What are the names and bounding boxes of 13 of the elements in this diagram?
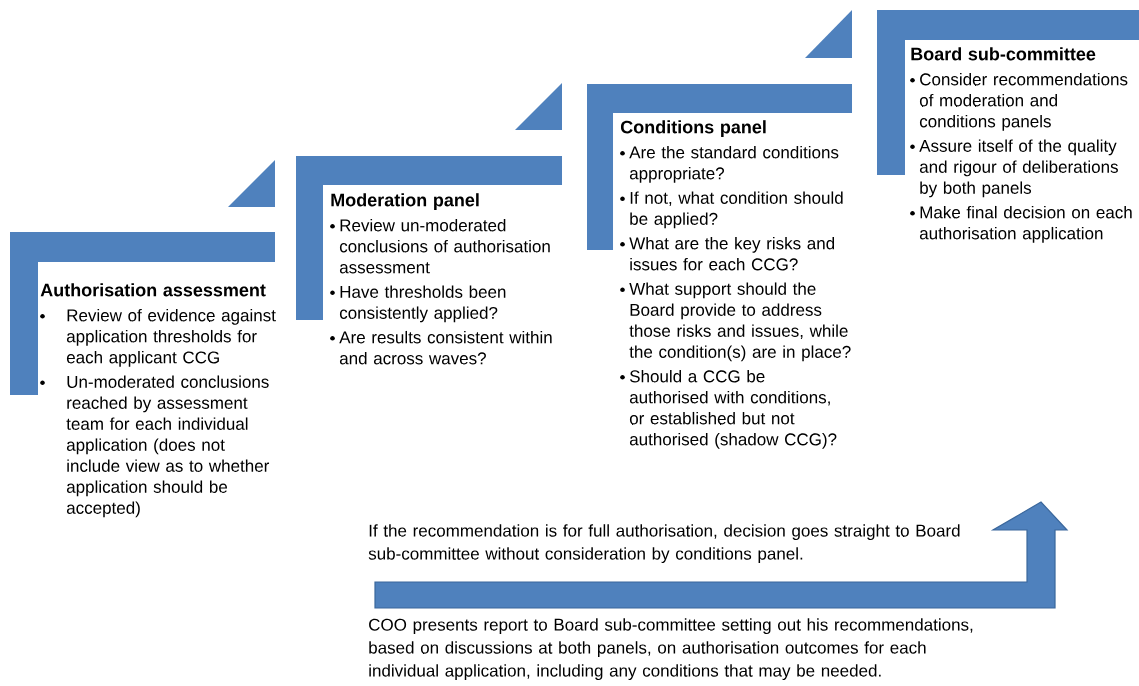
note-text: If the recommendation is for full authorisation, decision goes straight to Board sub-committee without consideration by conditions panel. [368,524,960,564]
step-panel: Board sub-committee Consider recommendations of moderation and conditions panels Assure itself of the quality and rigour of deliberations by both panels Make final decision on each authorisation application [877,10,1139,243]
step-panel: Moderation panel Review un-moderated conclusions of authorisation assessment Have thresholds been consistently applied? Are results consistent within and across waves? [296,156,562,365]
step-panel: Authorisation assessment Review of evidence against application thresholds for each applicant CCG Un-moderated conclusions reached by assessment team for each individual application (does not include view as to whether application should be accepted) [10,232,276,518]
step-panel: Conditions panel Are the standard conditions appropriate? If not, what condition should be applied? What are the key risks and issues for each CCG? What support should the Board provide to address those risks and issues, while the condition(s) are in place? Should a CCG be authorised with conditions, or established but not authorised (shadow CCG)? [587,84,852,449]
node-label: by both panels [920,181,1032,198]
node-label: Make final decision on each authorisation application [919,205,1132,243]
node-label: reached by assessment team for each individual application (does not include view as to whether application should be accepted) [66,396,270,518]
node-label: Should a CCG be authorised with conditions, or established but not authorised (shadow CCG)? [629,369,837,449]
node-label: Are results consistent within and across waves? [339,330,552,365]
node-label: What support should the Board provide to address those risks and issues, while the condition(s) are in place? [629,282,851,362]
note-text: COO presents report to Board sub-committee setting out his recommendations, based on discussions at both panels, on authorisation outcomes for each individual application, including any conditions that may be needed. [369,618,973,681]
node-label: issues for each CCG? [630,257,798,271]
